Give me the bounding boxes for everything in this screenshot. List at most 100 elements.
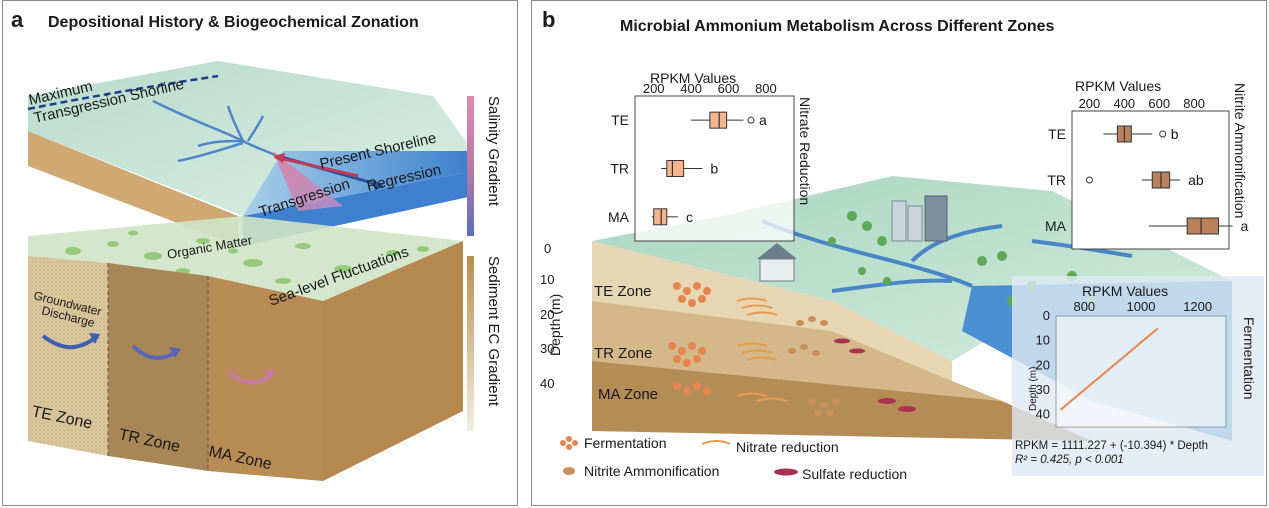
panel-b-title: Microbial Ammonium Metabolism Across Dif… [620,18,1055,35]
depth-axis: 0 10 20 30 40 Depth (m) [540,241,563,391]
upper-block-side [28,131,238,246]
b-zone-te: TE Zone [594,283,652,300]
legend-nitrite: Nitrite Ammonification [584,463,719,479]
nitrate-title: Nitrate Reduction [797,97,813,205]
category-label-te: TE [611,112,629,128]
organic-matter-blobs [65,230,429,284]
legend-sulfate-icon [774,468,798,476]
salinity-gradient-label: Salinity Gradient [485,96,502,207]
sediment-gradient-label: Sediment EC Gradient [485,256,502,407]
fermentation-equation: RPKM = 1111.227 + (-10.394) * Depth [1015,440,1208,452]
depth-tick-10: 10 [540,272,554,287]
legend-nitrate: Nitrate reduction [736,439,839,455]
ferm-ytick-0: 0 [1043,308,1050,323]
tick-label-600: 600 [1148,96,1170,111]
outlier-te-0 [747,116,755,124]
significance-letter-te: b [1171,126,1179,142]
significance-letter-tr: ab [1188,172,1204,188]
tick-label-400: 400 [1113,96,1135,111]
tick-label-800: 800 [755,81,777,96]
box-ma [653,208,668,226]
sediment-gradient-bar [467,256,474,431]
tick-label-200: 200 [643,81,665,96]
groundwater-arrow-te [41,334,100,350]
te-layer [592,241,952,381]
ferm-xtick-1000: 1000 [1127,299,1156,314]
legend-fermentation: Fermentation [584,435,666,451]
panel-a-letter: a [11,7,24,32]
fermentation-ylabel: Depth (m) [1028,367,1039,411]
outlier-te-0 [1159,130,1167,138]
fermentation-icons [668,282,711,395]
nitrate-xlabel: RPKM Values [650,70,736,86]
max-transgression-shoreline [27,74,219,111]
b-zone-tr: TR Zone [594,345,652,362]
fermentation-regression: RPKM Values Depth (m) Fermentation RPKM … [1012,276,1264,476]
category-label-tr: TR [1047,172,1066,188]
b-zone-ma: MA Zone [598,386,658,403]
category-label-tr: TR [610,161,629,177]
fermentation-stats: R² = 0.425, p < 0.001 [1015,454,1124,466]
depth-axis-label: Depth (m) [547,294,563,356]
regression-line [1059,327,1159,411]
fermentation-plot-frame [1055,315,1227,428]
ferm-ytick-40: 40 [1036,407,1050,422]
box-ma [1186,217,1220,235]
legend-nitrite-icon [563,467,575,475]
nitrate-icons [736,297,788,402]
te-zone-block [28,256,108,456]
nitrite-title: Nitrite Ammonification [1232,83,1248,218]
lower-block-side [323,241,463,481]
legend: Fermentation Nitrate reduction Nitrite A… [560,435,907,482]
salinity-gradient-bar [467,96,474,236]
tick-label-800: 800 [1183,96,1205,111]
outlier-tr-0 [1085,176,1093,184]
category-label-ma: MA [1045,218,1067,234]
significance-letter-ma: a [1240,218,1248,234]
tick-label-200: 200 [1079,96,1101,111]
panel-a-diagram: a Depositional History & Biogeochemical … [11,7,502,481]
legend-fermentation-icon [560,436,578,450]
tr-layer [592,301,1002,401]
fermentation-xlabel: RPKM Values [1082,283,1168,299]
panel-b-letter: b [542,7,555,32]
transgression-fan [273,151,343,211]
depth-tick-0: 0 [544,241,551,256]
significance-letter-ma: c [686,209,693,225]
legend-sulfate: Sulfate reduction [802,466,907,482]
sulfate-icons [834,338,916,412]
box-te [709,111,728,129]
depth-tick-30: 30 [540,341,554,356]
ferm-xtick-800: 800 [1073,299,1095,314]
significance-letter-tr: b [710,161,718,177]
depth-tick-20: 20 [540,307,554,322]
tick-label-400: 400 [680,81,702,96]
nitrite-xlabel: RPKM Values [1075,78,1161,94]
nitrite-icons [788,316,840,416]
box-tr [666,160,685,177]
category-label-ma: MA [608,209,630,225]
factory-icon [891,195,948,242]
panel-b-diagram: 0 10 20 30 40 Depth (m) TE Zone TR Zone … [540,7,1264,482]
tr-zone-block [108,263,208,471]
panel-b: 0 10 20 30 40 Depth (m) TE Zone TR Zone … [531,0,1267,506]
nitrate-plot-frame [634,95,795,242]
legend-nitrate-icon [701,440,731,445]
panel-a: a Depositional History & Biogeochemical … [2,0,518,506]
significance-letter-te: a [759,112,767,128]
ma-layer [592,361,1092,441]
tick-label-600: 600 [718,81,740,96]
transgression-arrow [274,155,359,178]
panel-a-title: Depositional History & Biogeochemical Zo… [48,14,419,31]
ferm-ytick-10: 10 [1036,333,1050,348]
ferm-ytick-20: 20 [1036,357,1050,372]
depth-tick-40: 40 [540,376,554,391]
nitrate-boxplot: RPKM Values Nitrate Reduction 200 400 600 8… [608,70,813,242]
fermentation-title: Fermentation [1241,317,1257,399]
ferm-xtick-1200: 1200 [1183,299,1212,314]
category-label-te: TE [1048,126,1066,142]
nitrite-boxplot: RPKM Values Nitrite Ammonification 200 40… [1045,78,1248,250]
house-icon [757,243,797,282]
river-network [152,99,284,163]
ferm-ytick-30: 30 [1036,382,1050,397]
